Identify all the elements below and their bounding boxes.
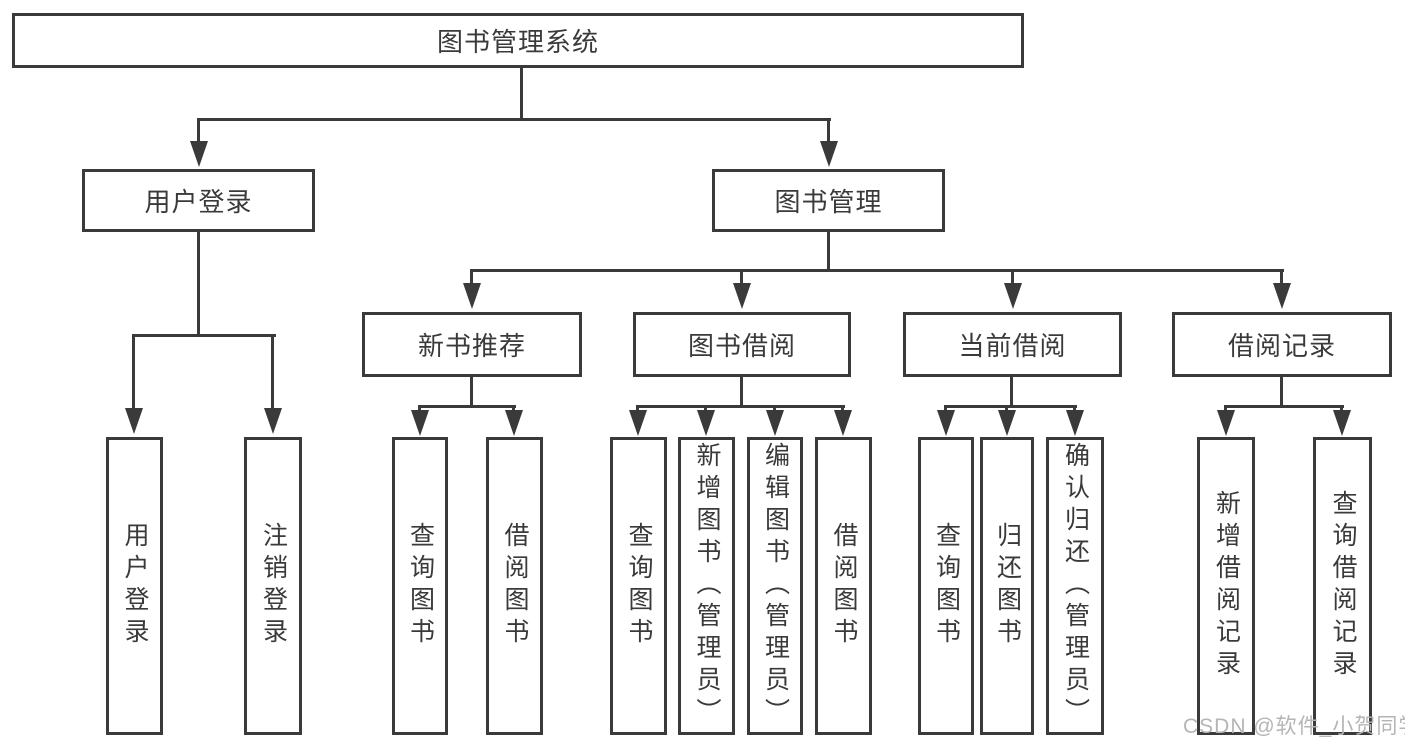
node-borrow-records-label: 借阅记录 bbox=[1227, 331, 1336, 361]
connector-line bbox=[1010, 377, 1013, 407]
connector-line bbox=[520, 67, 523, 120]
node-book-borrow: 图书借阅 bbox=[633, 312, 851, 377]
connector-line bbox=[827, 232, 830, 272]
leaf-add-books-admin-label: 新增图书（管理员） bbox=[693, 442, 721, 730]
node-book-management: 图书管理 bbox=[712, 169, 945, 232]
connector-line bbox=[470, 269, 473, 289]
leaf-add-borrow-record-label: 新增借阅记录 bbox=[1212, 490, 1241, 682]
connector-line bbox=[197, 120, 200, 144]
leaf-query-books-current-label: 查询图书 bbox=[932, 522, 961, 650]
connector-line bbox=[271, 334, 274, 412]
arrow-down-icon bbox=[820, 141, 838, 167]
leaf-add-books-admin: 新增图书（管理员） bbox=[678, 437, 735, 735]
node-book-borrow-label: 图书借阅 bbox=[687, 331, 796, 361]
leaf-borrow-books-label: 借阅图书 bbox=[830, 522, 858, 650]
arrow-down-icon bbox=[411, 410, 429, 436]
leaf-logout: 注销登录 bbox=[244, 437, 302, 735]
node-current-borrow: 当前借阅 bbox=[903, 312, 1122, 377]
connector-line bbox=[827, 120, 830, 144]
connector-line bbox=[1280, 377, 1283, 407]
connector-line bbox=[470, 377, 473, 407]
node-current-borrow-label: 当前借阅 bbox=[958, 331, 1067, 361]
leaf-confirm-return-admin-label: 确认归还（管理员） bbox=[1061, 442, 1090, 730]
leaf-borrow-books-recommend: 借阅图书 bbox=[486, 437, 543, 735]
arrow-down-icon bbox=[1217, 410, 1235, 436]
connector-line bbox=[197, 118, 831, 121]
connector-line bbox=[740, 269, 743, 289]
leaf-user-login: 用户登录 bbox=[106, 437, 163, 735]
node-borrow-records: 借阅记录 bbox=[1172, 312, 1392, 377]
connector-line bbox=[637, 405, 845, 408]
leaf-query-books-borrow: 查询图书 bbox=[610, 437, 667, 735]
connector-line bbox=[740, 377, 743, 407]
node-book-management-label: 图书管理 bbox=[774, 187, 883, 217]
arrow-down-icon bbox=[834, 410, 852, 436]
leaf-logout-label: 注销登录 bbox=[259, 522, 288, 650]
leaf-borrow-books: 借阅图书 bbox=[815, 437, 872, 735]
node-user-login-label: 用户登录 bbox=[144, 187, 253, 217]
arrow-down-icon bbox=[505, 410, 523, 436]
node-library-system-label: 图书管理系统 bbox=[436, 27, 599, 57]
connector-line bbox=[197, 232, 200, 336]
leaf-borrow-books-recommend-label: 借阅图书 bbox=[501, 522, 529, 650]
leaf-return-books: 归还图书 bbox=[980, 437, 1034, 735]
arrow-down-icon bbox=[463, 283, 481, 309]
watermark-text: CSDN @软件_小贺同学 bbox=[1183, 715, 1405, 738]
connector-line bbox=[944, 405, 1077, 408]
connector-line bbox=[1280, 269, 1283, 289]
connector-line bbox=[132, 334, 135, 412]
leaf-query-books-recommend: 查询图书 bbox=[392, 437, 448, 735]
connector-line bbox=[132, 334, 276, 337]
arrow-down-icon bbox=[190, 141, 208, 167]
leaf-query-books-current: 查询图书 bbox=[918, 437, 974, 735]
leaf-confirm-return-admin: 确认归还（管理员） bbox=[1046, 437, 1104, 735]
leaf-query-borrow-record-label: 查询借阅记录 bbox=[1329, 490, 1357, 682]
leaf-return-books-label: 归还图书 bbox=[993, 522, 1022, 650]
node-new-book-recommend-label: 新书推荐 bbox=[417, 331, 526, 361]
leaf-query-borrow-record: 查询借阅记录 bbox=[1313, 437, 1372, 735]
leaf-query-books-borrow-label: 查询图书 bbox=[625, 522, 653, 650]
leaf-edit-books-admin: 编辑图书（管理员） bbox=[747, 437, 803, 735]
arrow-down-icon bbox=[697, 410, 715, 436]
arrow-down-icon bbox=[629, 410, 647, 436]
arrow-down-icon bbox=[125, 408, 143, 434]
arrow-down-icon bbox=[1333, 410, 1351, 436]
leaf-add-borrow-record: 新增借阅记录 bbox=[1197, 437, 1255, 735]
arrow-down-icon bbox=[998, 410, 1016, 436]
leaf-user-login-label: 用户登录 bbox=[121, 522, 149, 650]
node-user-login: 用户登录 bbox=[82, 169, 315, 232]
node-library-system: 图书管理系统 bbox=[12, 13, 1024, 68]
leaf-query-books-recommend-label: 查询图书 bbox=[406, 522, 435, 650]
node-new-book-recommend: 新书推荐 bbox=[362, 312, 582, 377]
arrow-down-icon bbox=[766, 410, 784, 436]
connector-line bbox=[418, 405, 516, 408]
leaf-edit-books-admin-label: 编辑图书（管理员） bbox=[761, 442, 790, 730]
connector-line bbox=[470, 269, 1284, 272]
arrow-down-icon bbox=[1004, 283, 1022, 309]
connector-line bbox=[1011, 269, 1014, 289]
arrow-down-icon bbox=[733, 283, 751, 309]
connector-line bbox=[1224, 405, 1344, 408]
arrow-down-icon bbox=[937, 410, 955, 436]
arrow-down-icon bbox=[264, 408, 282, 434]
arrow-down-icon bbox=[1066, 410, 1084, 436]
arrow-down-icon bbox=[1273, 283, 1291, 309]
